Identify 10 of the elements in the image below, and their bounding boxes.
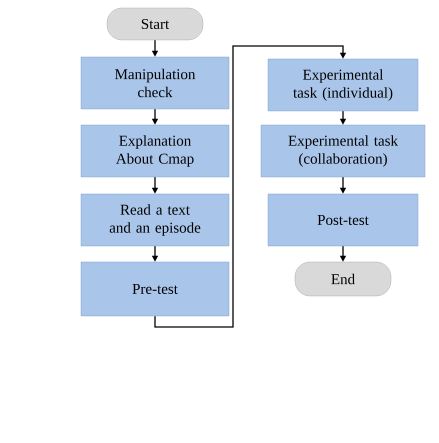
process-box: Post-test (268, 194, 418, 246)
terminal-box: End (294, 262, 392, 296)
process-box: Pre-test (80, 262, 230, 316)
process-box: Manipulation check (80, 56, 230, 110)
process-box: Experimental task (collaboration) (260, 124, 426, 178)
process-box: Explanation About Cmap (80, 124, 230, 178)
process-box: Read a text and an episode (80, 194, 230, 246)
arrow (154, 45, 346, 328)
process-box: Experimental task (individual) (268, 58, 418, 112)
terminal-box: Start (106, 8, 204, 40)
